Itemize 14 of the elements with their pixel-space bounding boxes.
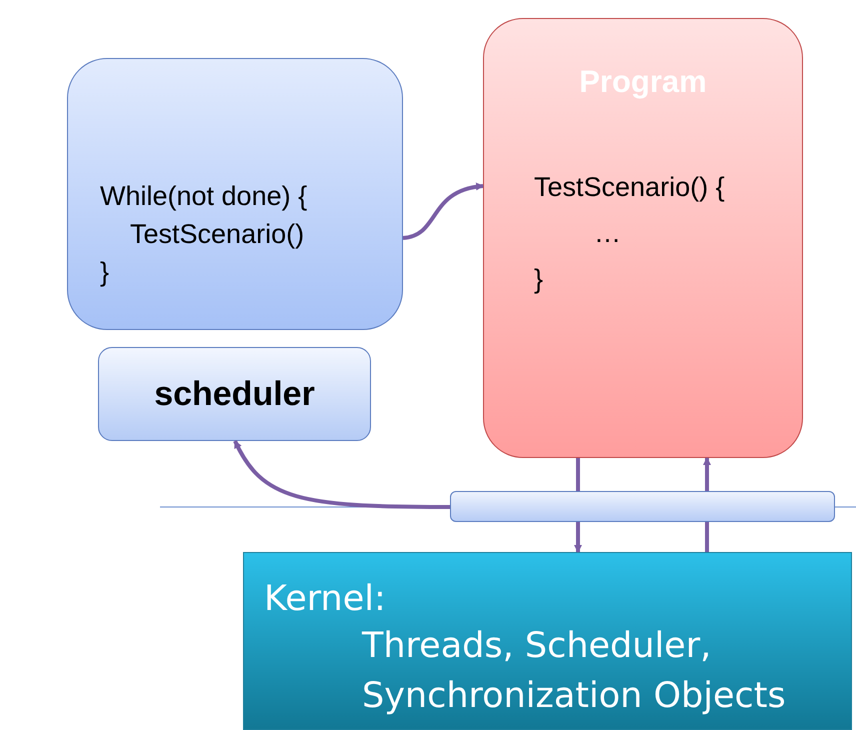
arrow xyxy=(574,522,582,553)
kernel-box xyxy=(243,552,852,730)
box-text: Threads, Scheduler, Synchronization Objects xyxy=(362,625,787,718)
box-heading: Kernel: xyxy=(264,578,386,621)
code-text: TestScenario() { … } xyxy=(534,171,726,296)
code-text: While(not done) { TestScenario() } xyxy=(100,180,308,289)
program-box xyxy=(483,18,803,458)
arrow xyxy=(703,457,711,491)
arrow xyxy=(402,183,484,240)
arrow xyxy=(233,440,450,509)
scheduler-box xyxy=(98,347,371,441)
code-box xyxy=(67,58,403,330)
interface-bar xyxy=(450,491,835,522)
box-label: scheduler xyxy=(153,374,316,414)
